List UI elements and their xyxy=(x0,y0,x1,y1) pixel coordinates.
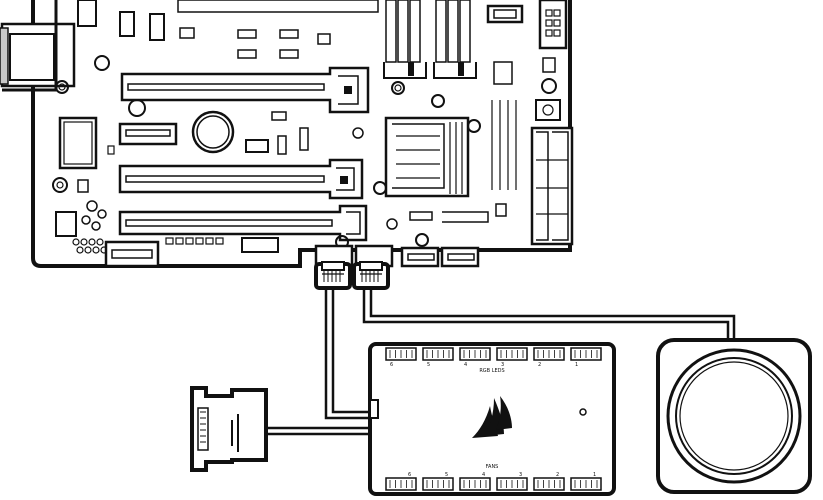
hub-fan-port: 5 xyxy=(422,472,454,491)
hub-fan-port-number: 2 xyxy=(556,472,559,478)
io-shield xyxy=(0,0,76,92)
hub-fan-port-number: 6 xyxy=(408,472,411,478)
corsair-sails-logo-icon xyxy=(472,396,512,438)
pcie-slot-3 xyxy=(118,204,368,242)
hub-rgb-port-number: 6 xyxy=(390,362,393,368)
hub-fan-port: 1 xyxy=(570,472,602,491)
hub-rgb-port: 6 xyxy=(385,347,417,368)
hub-fan-port: 3 xyxy=(496,472,528,491)
header-pins-cluster xyxy=(72,200,108,254)
hub-rgb-port-number: 1 xyxy=(575,362,578,368)
hub-rgb-port: 1 xyxy=(570,347,602,368)
hub-fan-port: 6 xyxy=(385,472,417,491)
hub-rgb-port-number: 5 xyxy=(427,362,430,368)
fan-hub: 6 5 4 3 2 1 6 5 4 3 2 1 RGB LEDS FANS xyxy=(368,342,616,496)
motherboard xyxy=(0,0,574,268)
hub-rgb-label: RGB LEDS xyxy=(479,368,504,374)
usb-plug-left xyxy=(314,261,352,290)
hub-fan-port-number: 1 xyxy=(593,472,596,478)
sata-power-connector-icon xyxy=(190,386,268,472)
pump-icon xyxy=(656,338,812,494)
hub-rgb-port-number: 3 xyxy=(501,362,504,368)
hub-rgb-port-number: 4 xyxy=(464,362,467,368)
chipset-heatsink xyxy=(373,116,481,198)
hub-fans-label: FANS xyxy=(486,464,499,470)
pcie-slot-2 xyxy=(118,158,364,200)
ram-slots xyxy=(383,0,477,79)
hub-fan-port: 2 xyxy=(533,472,565,491)
hub-rgb-port: 2 xyxy=(533,347,565,368)
hub-fan-port-number: 4 xyxy=(482,472,485,478)
fan-header-left xyxy=(400,246,440,268)
hub-led-indicator xyxy=(579,408,587,416)
hub-rgb-port: 4 xyxy=(459,347,491,368)
hub-bottom-ports: 6 5 4 3 2 1 xyxy=(385,472,602,491)
atx-power-connector xyxy=(530,126,574,246)
hub-fan-port: 4 xyxy=(459,472,491,491)
usb-plug-right xyxy=(352,261,390,290)
hub-rgb-port: 5 xyxy=(422,347,454,368)
pcie-slot-1 xyxy=(120,66,370,114)
hub-rgb-port-number: 2 xyxy=(538,362,541,368)
hub-rgb-port: 3 xyxy=(496,347,528,368)
hub-fan-port-number: 5 xyxy=(445,472,448,478)
cables xyxy=(266,288,736,436)
fan-header-right xyxy=(440,246,480,268)
hub-fan-port-number: 3 xyxy=(519,472,522,478)
hub-top-ports: 6 5 4 3 2 1 xyxy=(385,347,602,368)
front-panel-pins xyxy=(165,237,224,245)
